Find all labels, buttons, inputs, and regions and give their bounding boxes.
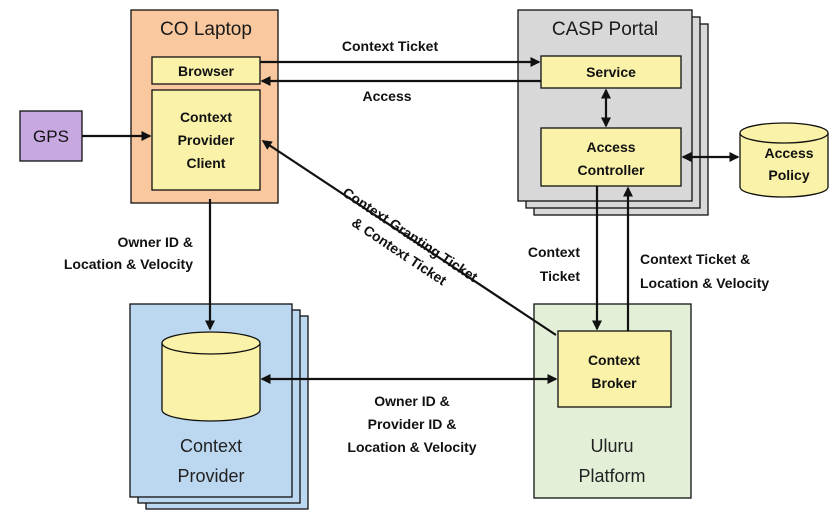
label-ticket-location-1: Context Ticket & [640, 251, 750, 267]
edge-granting-ticket [261, 140, 557, 336]
service-node: Service [540, 55, 682, 89]
access-controller-line-2: Controller [578, 162, 645, 178]
context-broker-node: Context Broker [557, 330, 672, 408]
client-line-3: Client [187, 155, 226, 171]
context-provider-client-box [151, 89, 261, 191]
label-owner-location-1: Owner ID & [118, 234, 193, 250]
browser-node: Browser [151, 56, 261, 85]
context-broker-box [557, 330, 672, 408]
access-policy-node: Access Policy [739, 122, 829, 198]
service-label: Service [586, 64, 636, 80]
context-provider-line-1: Context [180, 436, 242, 456]
label-access: Access [362, 88, 411, 104]
context-broker-line-2: Broker [591, 375, 637, 391]
granting-label-group: Context Granting Ticket & Context Ticket [340, 184, 481, 289]
label-owner-provider-2: Provider ID & [368, 416, 457, 432]
context-provider-client-node: Context Provider Client [151, 89, 261, 191]
label-broker-ticket-2: Ticket [540, 268, 581, 284]
label-owner-provider-3: Location & Velocity [347, 439, 476, 455]
casp-portal-title: CASP Portal [552, 19, 658, 40]
context-provider-line-2: Provider [177, 466, 244, 486]
service-box [540, 55, 682, 89]
label-context-ticket: Context Ticket [342, 38, 439, 54]
uluru-platform-line-1: Uluru [590, 436, 633, 456]
browser-box [151, 56, 261, 85]
access-controller-box [540, 127, 682, 187]
gps-node: GPS [19, 110, 83, 162]
access-policy-line-1: Access [764, 145, 813, 161]
access-policy-line-2: Policy [768, 167, 809, 183]
label-broker-ticket-1: Context [528, 244, 580, 260]
access-policy-top [739, 122, 829, 144]
access-controller-line-1: Access [586, 139, 635, 155]
provider-database-cylinder [161, 343, 261, 422]
label-ticket-location-2: Location & Velocity [640, 275, 769, 291]
client-line-1: Context [180, 109, 232, 125]
browser-label: Browser [178, 63, 235, 79]
client-line-2: Provider [178, 132, 235, 148]
label-owner-provider-1: Owner ID & [374, 393, 449, 409]
co-laptop-title: CO Laptop [160, 19, 252, 40]
gps-label: GPS [33, 127, 69, 146]
uluru-platform-line-2: Platform [578, 466, 645, 486]
context-broker-line-1: Context [588, 352, 640, 368]
access-controller-node: Access Controller [540, 127, 682, 187]
label-owner-location-2: Location & Velocity [64, 256, 193, 272]
context-provider-node: Context Provider [129, 303, 309, 510]
provider-database-top [161, 331, 261, 355]
access-policy-cylinder [739, 133, 829, 198]
